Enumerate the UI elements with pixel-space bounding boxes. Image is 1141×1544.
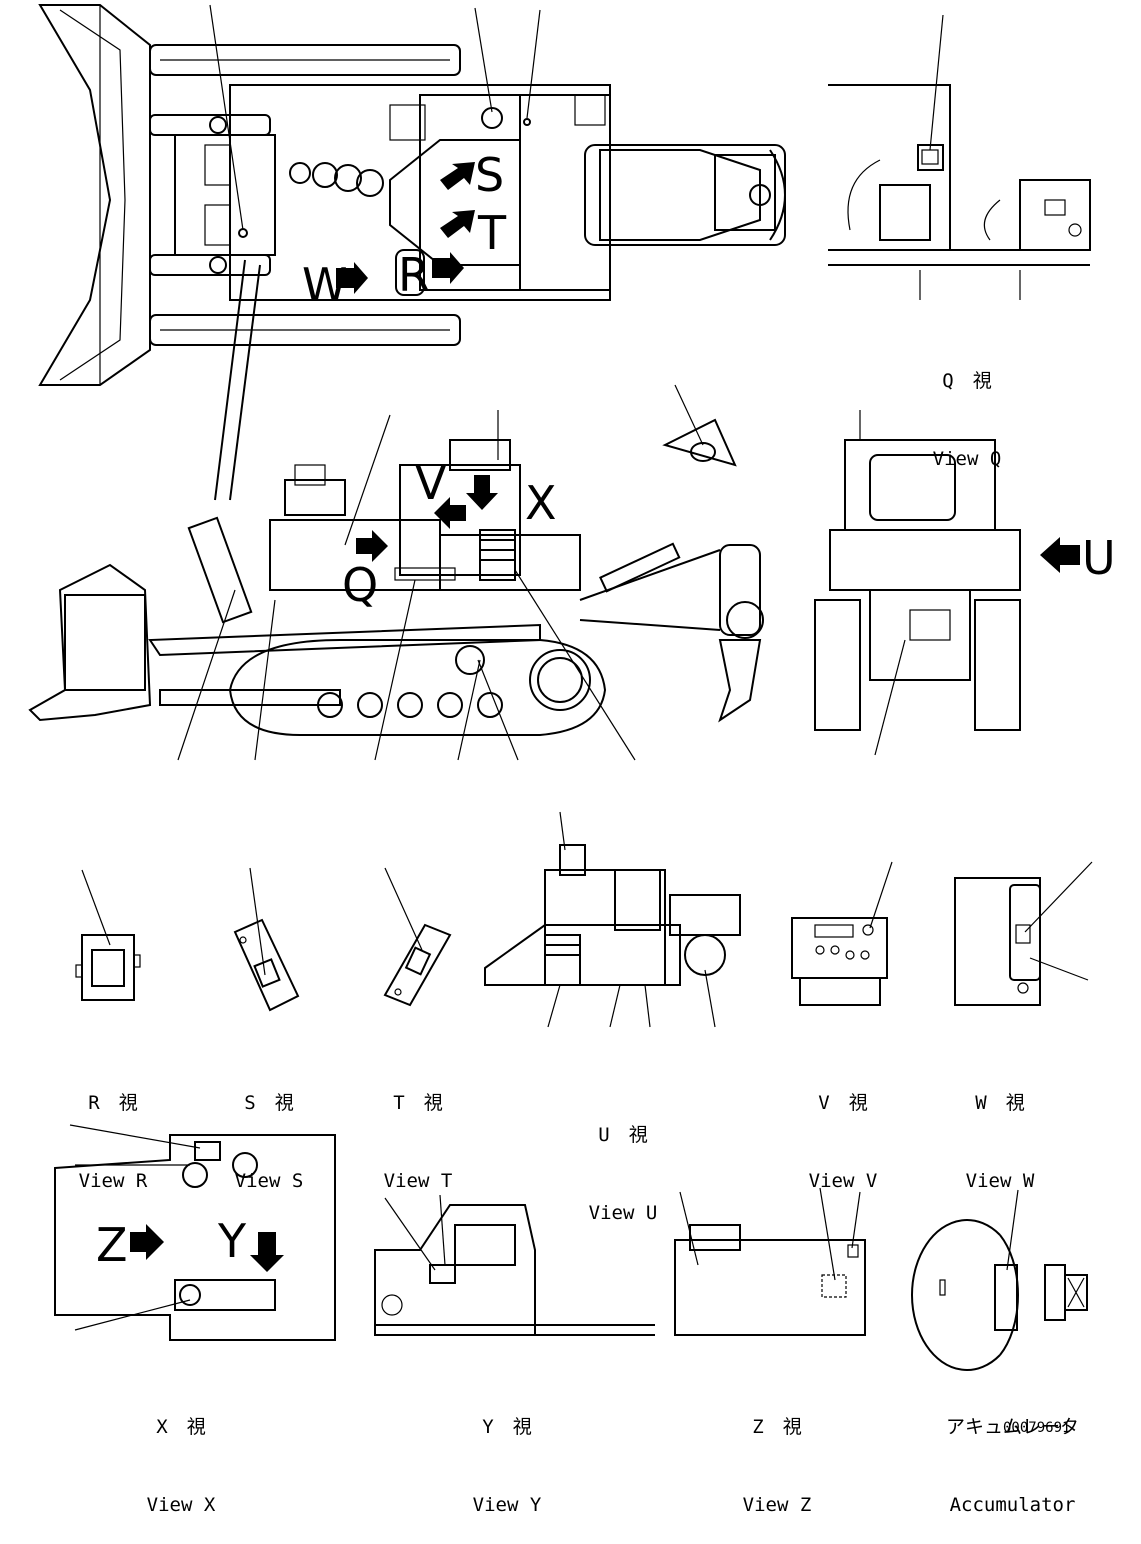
- view-u-label: U 視 View U: [568, 1070, 678, 1252]
- view-w-label-en: View W: [965, 1170, 1035, 1192]
- view-v-label-jp: V 視: [818, 1092, 868, 1114]
- side-view-dozer: [28, 259, 764, 761]
- view-u-label-en: View U: [588, 1202, 658, 1224]
- line-drawing: [28, 4, 1093, 1371]
- view-y-label-jp: Y 視: [482, 1416, 532, 1438]
- view-r-drawing: [75, 869, 141, 1001]
- view-x-label-jp: X 視: [156, 1416, 206, 1438]
- view-w-drawing: [954, 861, 1093, 1006]
- callout-letter-s: S: [475, 148, 505, 202]
- view-u-label-jp: U 視: [598, 1124, 648, 1146]
- callout-letter-y: Y: [218, 1214, 247, 1268]
- view-v-label-en: View V: [808, 1170, 878, 1192]
- accumulator-drawing: [911, 1189, 1088, 1371]
- callout-letter-r: R: [398, 248, 430, 302]
- view-s-label-jp: S 視: [244, 1092, 294, 1114]
- view-y-label: Y 視 View Y: [452, 1362, 562, 1544]
- accumulator-label-en: Accumulator: [949, 1494, 1076, 1516]
- callout-letter-v: V: [415, 456, 447, 510]
- view-s-label: S 視 View S: [214, 1038, 324, 1220]
- parts-diagram: S T W R V X Q U Z Y Q 視 View Q R 視 View …: [28, 4, 1116, 1516]
- view-q-label: Q 視 View Q: [912, 316, 1022, 498]
- view-t-drawing: [383, 867, 452, 1007]
- rear-view-dozer: [814, 410, 1080, 756]
- callout-letter-z: Z: [96, 1218, 128, 1272]
- view-r-label-jp: R 視: [88, 1092, 138, 1114]
- top-view-dozer: [38, 4, 786, 386]
- view-s-drawing: [233, 867, 300, 1012]
- view-z-label-jp: Z 視: [752, 1416, 802, 1438]
- view-y-drawing: [374, 1194, 655, 1336]
- callout-letter-q: Q: [342, 558, 379, 612]
- view-w-label-jp: W 視: [975, 1092, 1025, 1114]
- view-q-label-jp: Q 視: [942, 370, 992, 392]
- view-x-drawing: [54, 1124, 336, 1341]
- view-q-drawing: [828, 14, 1091, 300]
- view-q-label-en: View Q: [932, 448, 1002, 470]
- view-y-label-en: View Y: [472, 1494, 542, 1516]
- view-w-label: W 視 View W: [945, 1038, 1055, 1220]
- view-x-label-en: View X: [146, 1494, 216, 1516]
- callout-letter-u: U: [1082, 531, 1116, 585]
- callout-letter-x: X: [525, 476, 557, 530]
- view-v-drawing: [791, 861, 893, 1006]
- accumulator-label: アキュムレータ Accumulator: [930, 1362, 1095, 1544]
- view-v-label: V 視 View V: [788, 1038, 898, 1220]
- view-s-label-en: View S: [234, 1170, 304, 1192]
- view-t-label-en: View T: [383, 1170, 453, 1192]
- callout-letter-w: W: [302, 258, 348, 312]
- view-t-label: T 視 View T: [363, 1038, 473, 1220]
- callout-letter-t: T: [478, 206, 507, 260]
- view-x-label: X 視 View X: [126, 1362, 236, 1544]
- view-t-label-jp: T 視: [393, 1092, 443, 1114]
- view-z-label: Z 視 View Z: [722, 1362, 832, 1544]
- view-r-label: R 視 View R: [58, 1038, 168, 1220]
- view-z-label-en: View Z: [742, 1494, 812, 1516]
- view-z-drawing: [674, 1187, 866, 1336]
- accumulator-label-jp: アキュムレータ: [945, 1416, 1079, 1438]
- view-r-label-en: View R: [78, 1170, 148, 1192]
- view-u-drawing: [484, 811, 741, 1028]
- drawing-number: 00079691: [1003, 1420, 1071, 1436]
